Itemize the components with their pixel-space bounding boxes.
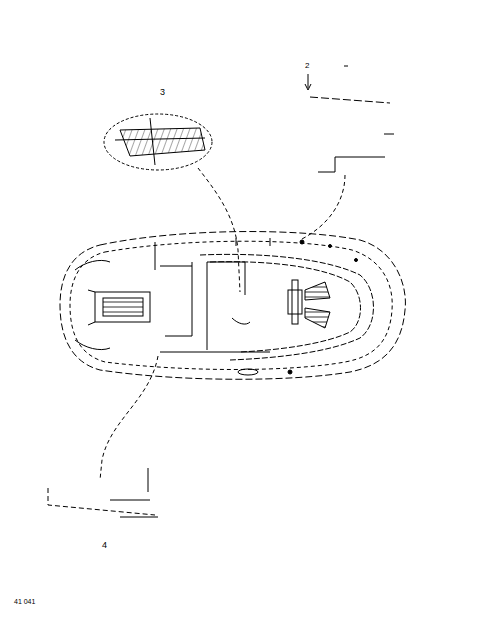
- callout-number: 4: [102, 541, 107, 550]
- figure-code: 41 041: [14, 598, 35, 605]
- callout-number: 3: [160, 88, 165, 97]
- callout-number: 2: [305, 62, 309, 70]
